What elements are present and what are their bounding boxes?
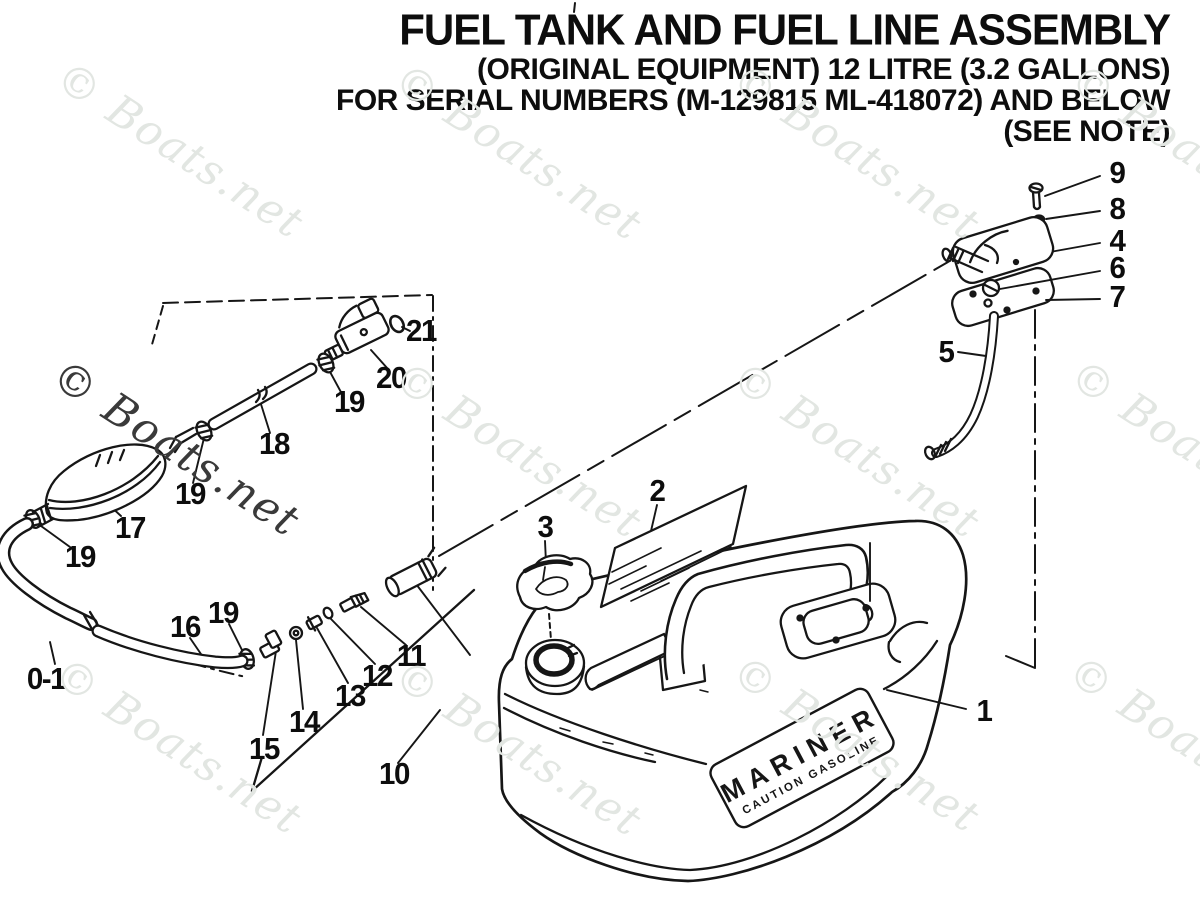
hose-clamp-19a (316, 352, 336, 374)
assembly-axis-line (438, 261, 949, 557)
label-fan-line (250, 588, 476, 793)
primer-bulb (31, 443, 167, 529)
part-callout-19-8: 19 (334, 384, 365, 419)
pickup-gasket (951, 266, 1055, 328)
fuel-tank: MARINER CAUTION GASOLINE (497, 519, 968, 883)
part-callout-15-16: 15 (249, 731, 280, 766)
tank-brand-label: MARINER CAUTION GASOLINE (709, 687, 895, 829)
tank-outline (497, 519, 968, 883)
part-callout-0-1-13: 0-1 (26, 661, 67, 696)
page-title: FUEL TANK AND FUEL LINE ASSEMBLY (399, 5, 1171, 54)
part-callout-9-0: 9 (1109, 155, 1126, 190)
engine-connector-group (323, 297, 406, 362)
tank-connector-10 (384, 546, 447, 598)
part-callout-1-24: 1 (976, 693, 993, 728)
part-callout-14-17: 14 (289, 704, 320, 739)
gauge-plate (779, 542, 897, 660)
warning-decal (599, 484, 748, 609)
hose-clamp-19b (194, 420, 214, 442)
part-callout-19-12: 19 (65, 539, 96, 574)
part-callout-8-1: 8 (1109, 191, 1126, 226)
cap-alignment-dashes (548, 613, 552, 641)
bulb-outlet-fitting (168, 426, 198, 454)
pickup-tube (923, 311, 999, 461)
fuel-hose-16 (91, 624, 249, 670)
part-callout-13-18: 13 (335, 678, 366, 713)
part-callout-6-3: 6 (1109, 250, 1126, 285)
part-callout-17-11: 17 (115, 510, 146, 545)
part-callout-20-7: 20 (376, 360, 407, 395)
part-callout-16-14: 16 (170, 609, 201, 644)
title-see-note: (SEE NOTE) (1003, 115, 1170, 148)
part-callout-2-23: 2 (649, 473, 666, 508)
barb-fitting-11 (339, 591, 370, 613)
title-subtitle-equipment: (ORIGINAL EQUIPMENT) 12 LITRE (3.2 GALLO… (477, 53, 1171, 86)
title-block: FUEL TANK AND FUEL LINE ASSEMBLY (ORIGIN… (336, 4, 1171, 148)
o-ring-12 (322, 606, 334, 620)
part-callout-5-5: 5 (938, 334, 955, 369)
part-callout-12-19: 12 (362, 658, 393, 693)
filler-neck (524, 638, 586, 696)
part-callout-19-10: 19 (175, 476, 206, 511)
hose-0-1 (0, 517, 101, 633)
title-serial-numbers: FOR SERIAL NUMBERS (M-129815 ML-418072) … (336, 84, 1171, 117)
part-callout-4-2: 4 (1109, 223, 1126, 258)
fuel-pickup-assembly (923, 182, 1055, 461)
pickup-screw (1028, 182, 1044, 211)
part-callout-19-15: 19 (208, 595, 239, 630)
tank-bottom-rim (519, 775, 888, 872)
pickup-top-plate (941, 216, 1055, 284)
pickup-fitting (981, 278, 1001, 308)
part-callout-10-21: 10 (379, 756, 410, 791)
washer-14 (288, 625, 304, 641)
leader-lines (40, 175, 1101, 793)
fuel-cap (516, 554, 594, 612)
part-callout-11-20: 11 (396, 638, 427, 673)
tank-handle (584, 543, 874, 692)
elbow-fitting-15 (259, 629, 283, 659)
o-ring-21 (388, 314, 406, 334)
part-callout-7-4: 7 (1109, 279, 1126, 314)
fuel-connector-20 (323, 297, 390, 362)
fuel-hose-18 (207, 362, 318, 431)
part-callout-21-6: 21 (406, 313, 437, 348)
part-callout-18-9: 18 (259, 426, 290, 461)
part-callout-3-22: 3 (537, 509, 554, 544)
fitting-13 (305, 614, 323, 632)
scan-artifact (573, 2, 576, 13)
